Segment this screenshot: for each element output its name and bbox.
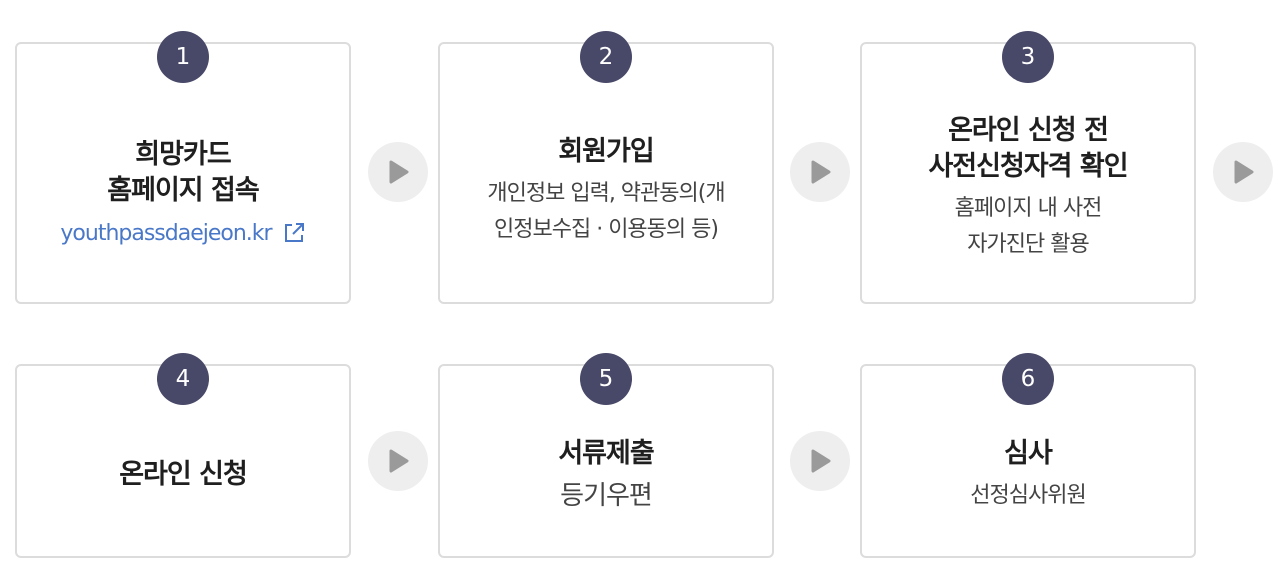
step-number-badge: 2 — [580, 31, 632, 83]
step-title: 심사 — [1004, 438, 1053, 469]
step-number-badge: 4 — [157, 353, 209, 405]
play-arrow-icon — [389, 449, 409, 473]
step-card-2: 2 회원가입 개인정보 입력, 약관동의(개 인정보수집 · 이용동의 등) — [438, 31, 774, 304]
step-description: 홈페이지 내 사전 자가진단 활용 — [954, 196, 1103, 257]
step-number-badge: 1 — [157, 31, 209, 83]
homepage-link[interactable]: youthpassdaejeon.kr — [60, 221, 305, 246]
step-card-6: 6 심사 선정심사위원 — [860, 353, 1196, 558]
external-link-icon[interactable] — [282, 221, 306, 245]
next-arrow — [790, 142, 850, 202]
step-title: 희망카드 홈페이지 접속 — [107, 138, 259, 206]
next-arrow — [368, 142, 428, 202]
step-description: 선정심사위원 — [970, 483, 1086, 508]
step-title: 온라인 신청 — [119, 459, 248, 490]
step-card-3: 3 온라인 신청 전 사전신청자격 확인 홈페이지 내 사전 자가진단 활용 — [860, 31, 1196, 304]
step-number-badge: 6 — [1002, 353, 1054, 405]
play-arrow-icon — [811, 160, 831, 184]
next-arrow — [368, 431, 428, 491]
step-number-badge: 3 — [1002, 31, 1054, 83]
play-arrow-icon — [389, 160, 409, 184]
next-arrow — [1213, 142, 1273, 202]
step-card-5: 5 서류제출 등기우편 — [438, 353, 774, 558]
step-title: 회원가입 — [558, 136, 654, 167]
step-title: 서류제출 — [558, 438, 654, 469]
step-title: 온라인 신청 전 사전신청자격 확인 — [928, 115, 1128, 182]
step-card-1: 1 희망카드 홈페이지 접속 youthpassdaejeon.kr — [15, 31, 351, 304]
step-description: 등기우편 — [560, 481, 653, 511]
step-card-4: 4 온라인 신청 — [15, 353, 351, 558]
play-arrow-icon — [811, 449, 831, 473]
step-description: 개인정보 입력, 약관동의(개 인정보수집 · 이용동의 등) — [487, 181, 725, 242]
next-arrow — [790, 431, 850, 491]
play-arrow-icon — [1234, 160, 1254, 184]
step-number-badge: 5 — [580, 353, 632, 405]
